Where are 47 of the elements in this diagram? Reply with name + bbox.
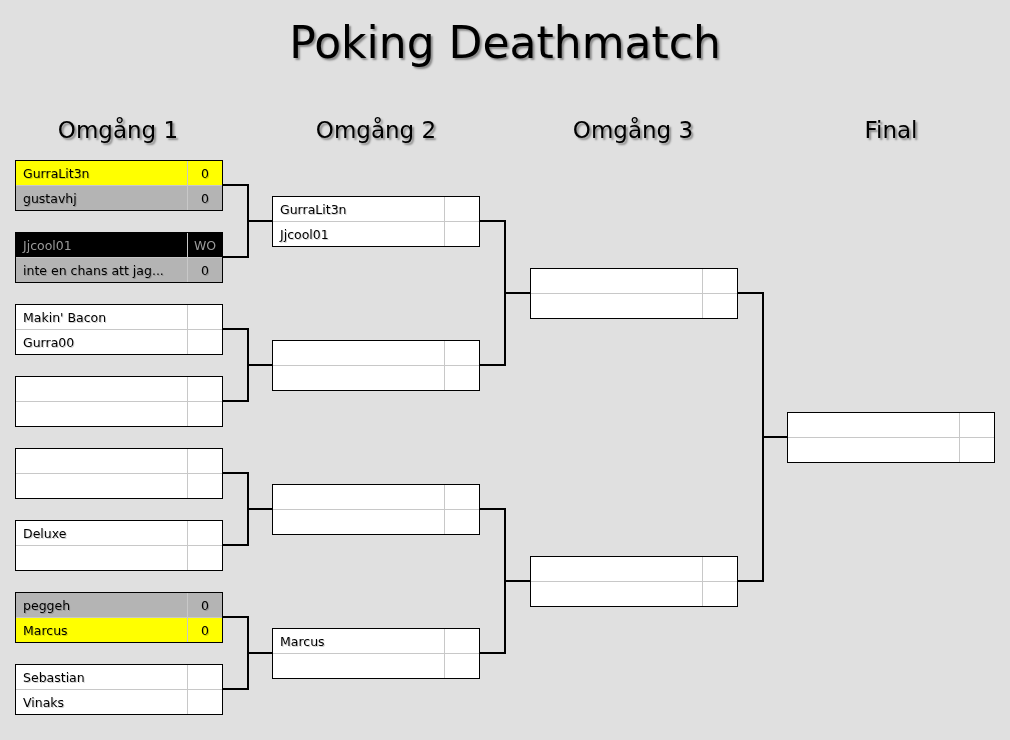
score: 0 [201, 623, 209, 638]
match-box [272, 628, 480, 679]
bracket-line [222, 652, 273, 690]
match-box [272, 196, 480, 247]
bracket-line [479, 580, 531, 654]
bracket-line [479, 292, 531, 366]
score: 0 [201, 166, 209, 181]
player-name: Vinaks [23, 695, 65, 710]
player-name: Makin' Bacon [23, 310, 107, 325]
round-heading: Omgång 3 [572, 116, 694, 145]
player-name: inte en chans att jag... [23, 263, 164, 278]
bracket-line [222, 508, 273, 546]
score: 0 [201, 191, 209, 206]
match-box [272, 484, 480, 535]
score: 0 [201, 263, 209, 278]
player-name: peggeh [23, 598, 71, 613]
match-box [15, 448, 223, 499]
round-heading: Omgång 2 [315, 116, 437, 145]
match-box [530, 556, 738, 607]
player-name: Marcus [23, 623, 68, 638]
match-box [15, 520, 223, 571]
match-box [787, 412, 995, 463]
score: WO [193, 238, 217, 253]
title: Poking Deathmatch [289, 16, 721, 70]
match-box [15, 592, 223, 643]
match-box [272, 340, 480, 391]
player-name: Gurra00 [23, 335, 75, 350]
bracket-line [222, 364, 273, 402]
match-box [15, 664, 223, 715]
player-name: GurraLit3n [23, 166, 90, 181]
match-box [15, 232, 223, 283]
score: 0 [201, 598, 209, 613]
player-name: GurraLit3n [280, 202, 347, 217]
match-box [15, 160, 223, 211]
player-name: Marcus [280, 634, 325, 649]
bracket-line [222, 220, 273, 258]
player-name: gustavhj [23, 191, 77, 206]
player-name: Jjcool01 [23, 238, 72, 253]
match-box [15, 376, 223, 427]
match-box [530, 268, 738, 319]
player-name: Jjcool01 [280, 227, 329, 242]
player-name: Deluxe [23, 526, 67, 541]
round-heading: Final [864, 116, 918, 145]
match-box [15, 304, 223, 355]
round-heading: Omgång 1 [57, 116, 179, 145]
player-name: Sebastian [23, 670, 85, 685]
bracket-line [737, 436, 788, 582]
